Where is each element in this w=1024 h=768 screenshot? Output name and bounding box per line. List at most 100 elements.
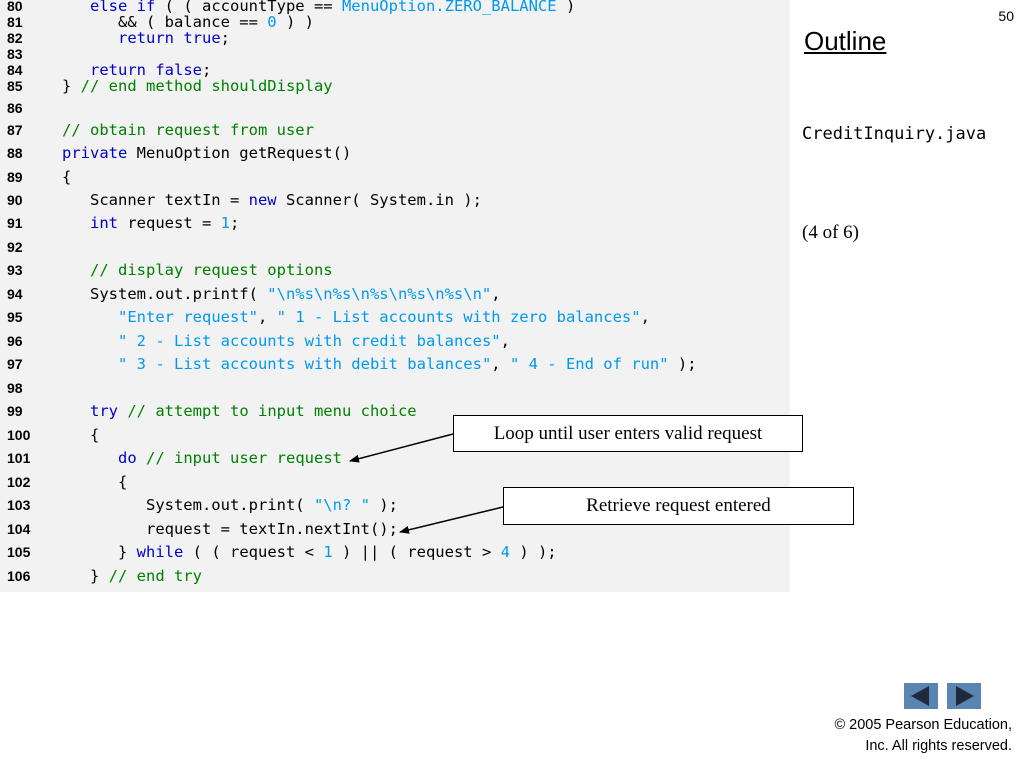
code-text: { xyxy=(34,425,99,445)
code-text: return false; xyxy=(34,60,211,80)
line-number: 93 xyxy=(7,262,23,278)
code-listing: 80 else if ( ( accountType == MenuOption… xyxy=(0,0,790,592)
code-token: ; xyxy=(220,29,230,47)
code-text: else if ( ( accountType == MenuOption.ZE… xyxy=(34,0,575,16)
copyright: © 2005 Pearson Education, Inc. All right… xyxy=(782,715,1012,757)
code-token: } xyxy=(34,543,137,561)
code-token: MenuOption.ZERO_BALANCE xyxy=(341,0,557,15)
code-text: request = textIn.nextInt(); xyxy=(34,519,398,539)
code-token: "\n%s\n%s\n%s\n%s\n%s\n" xyxy=(267,285,492,303)
code-token: " 3 - List accounts with debit balances" xyxy=(118,355,492,373)
code-text: } while ( ( request < 1 ) || ( request >… xyxy=(34,542,557,562)
slide-number: 50 xyxy=(998,8,1014,24)
code-token: 4 xyxy=(500,543,510,561)
code-token: Scanner( System.in ); xyxy=(276,191,482,209)
line-number: 96 xyxy=(7,333,23,349)
code-token: "\n? " xyxy=(313,496,370,514)
code-token: && ( balance == xyxy=(34,13,268,31)
code-token: // display request options xyxy=(90,261,333,279)
line-number: 97 xyxy=(7,356,23,372)
code-token: ); xyxy=(668,355,697,373)
code-token: ( ( accountType == xyxy=(155,0,342,15)
code-text: // display request options xyxy=(34,260,333,280)
outline-link[interactable]: Outline xyxy=(804,26,887,56)
line-number: 84 xyxy=(7,62,23,78)
code-text: return true; xyxy=(34,28,230,48)
code-text: // obtain request from user xyxy=(34,120,314,140)
code-token: MenuOption getRequest() xyxy=(127,144,352,162)
code-token: " 2 - List accounts with credit balances… xyxy=(118,332,501,350)
line-number: 91 xyxy=(7,215,23,231)
code-text: { xyxy=(34,472,127,492)
code-token: return true xyxy=(118,29,221,47)
line-number: 99 xyxy=(7,403,23,419)
code-token: request = textIn.nextInt(); xyxy=(34,520,398,538)
code-token: " 1 - List accounts with zero balances" xyxy=(276,308,641,326)
code-token: , xyxy=(491,355,510,373)
code-token: ); xyxy=(369,496,398,514)
line-number: 104 xyxy=(7,521,31,537)
code-token: 1 xyxy=(220,214,230,232)
code-token: else if xyxy=(90,0,156,15)
line-number: 92 xyxy=(7,239,23,255)
line-number: 100 xyxy=(7,427,31,443)
code-token: ; xyxy=(230,214,240,232)
code-token: ) xyxy=(556,0,576,15)
code-text: { xyxy=(34,167,71,187)
line-number: 98 xyxy=(7,380,23,396)
code-text: int request = 1; xyxy=(34,213,239,233)
callout-loop: Loop until user enters valid request xyxy=(453,415,803,452)
code-token: ; xyxy=(201,61,212,79)
file-name: CreditInquiry.java xyxy=(802,124,987,144)
line-number: 101 xyxy=(7,450,31,466)
next-slide-button[interactable] xyxy=(947,683,981,709)
line-number: 86 xyxy=(7,100,23,116)
code-token: System.out.print( xyxy=(34,496,314,514)
code-token: 0 xyxy=(267,13,277,31)
code-text: Scanner textIn = new Scanner( System.in … xyxy=(34,190,482,210)
code-token: // end try xyxy=(108,567,202,585)
code-token: } xyxy=(34,77,81,95)
previous-slide-button[interactable] xyxy=(904,683,938,709)
code-token: "Enter request" xyxy=(118,308,258,326)
code-token: Scanner textIn = xyxy=(34,191,249,209)
code-text: System.out.print( "\n? " ); xyxy=(34,495,398,515)
line-number: 95 xyxy=(7,309,23,325)
line-number: 80 xyxy=(7,0,23,14)
code-token: // obtain request from user xyxy=(62,121,314,139)
code-token: while xyxy=(136,543,184,561)
code-text: " 3 - List accounts with debit balances"… xyxy=(34,354,697,374)
code-token: // input user request xyxy=(146,449,342,467)
copyright-line-1: © 2005 Pearson Education, xyxy=(834,717,1012,733)
line-number: 94 xyxy=(7,286,23,302)
code-token: return false xyxy=(90,61,202,79)
code-token: { xyxy=(34,426,100,444)
line-number: 103 xyxy=(7,497,31,513)
code-token: try xyxy=(90,402,118,420)
line-number: 105 xyxy=(7,544,31,560)
line-number: 102 xyxy=(7,474,31,490)
code-token: // attempt to input menu choice xyxy=(127,402,417,420)
code-token: } xyxy=(34,567,109,585)
code-text: do // input user request xyxy=(34,448,342,468)
line-number: 82 xyxy=(7,30,23,46)
code-token: " 4 - End of run" xyxy=(509,355,669,373)
code-token: private xyxy=(62,144,128,162)
code-token: ) ); xyxy=(509,543,557,561)
code-token: System.out.printf( xyxy=(34,285,268,303)
code-token: request = xyxy=(118,214,221,232)
code-token: new xyxy=(248,191,277,209)
code-token: { xyxy=(34,473,128,491)
code-token: { xyxy=(34,168,72,186)
code-text: " 2 - List accounts with credit balances… xyxy=(34,331,510,351)
code-token: ) || ( request > xyxy=(332,543,501,561)
copyright-line-2: Inc. All rights reserved. xyxy=(865,738,1012,754)
code-token: , xyxy=(491,285,501,303)
code-text: } // end try xyxy=(34,566,202,586)
code-token: , xyxy=(500,332,510,350)
code-text: try // attempt to input menu choice xyxy=(34,401,417,421)
progress-indicator: (4 of 6) xyxy=(802,222,859,243)
code-text: "Enter request", " 1 - List accounts wit… xyxy=(34,307,650,327)
line-number: 83 xyxy=(7,46,23,62)
